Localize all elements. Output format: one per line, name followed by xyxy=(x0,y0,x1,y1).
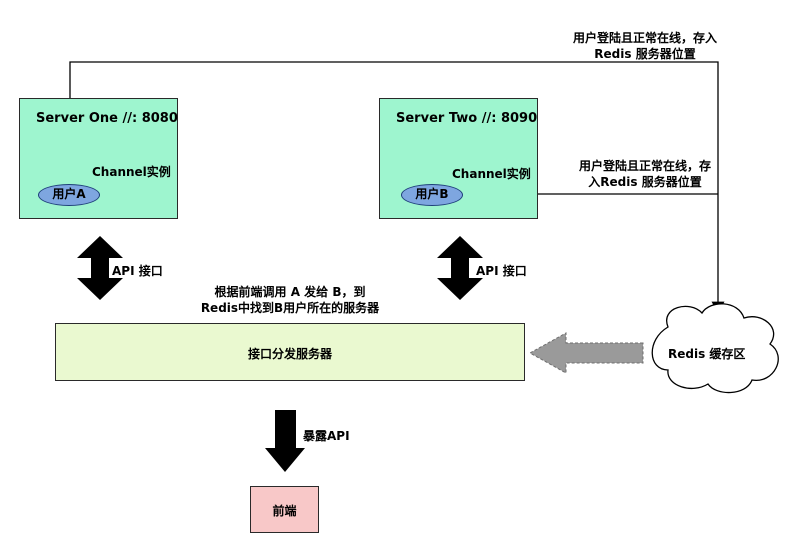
server-two-title: Server Two //: 8090 xyxy=(396,111,538,126)
routing-note-line2: Redis中找到B用户所在的服务器 xyxy=(200,301,380,315)
api-arrow-left xyxy=(77,236,123,300)
user-a-label: 用户A xyxy=(52,187,86,201)
expose-api-label: 暴露API xyxy=(303,429,350,443)
server-two-channel-label: Channel实例 xyxy=(452,167,531,181)
routing-note-line1: 根据前端调用 A 发给 B，到 xyxy=(214,285,366,299)
right-annotation: 用户登陆且正常在线，存 入Redis 服务器位置 xyxy=(565,158,725,190)
redis-to-gateway-arrow xyxy=(528,332,644,374)
gateway-label: 接口分发服务器 xyxy=(247,347,332,361)
frontend-label: 前端 xyxy=(272,504,297,518)
user-b-label: 用户B xyxy=(415,187,449,201)
gateway-box: 接口分发服务器 xyxy=(55,323,525,381)
redis-label: Redis 缓存区 xyxy=(668,347,746,361)
api-arrow-right xyxy=(437,236,483,300)
right-annotation-line1: 用户登陆且正常在线，存 xyxy=(578,159,711,173)
server-one-channel-label: Channel实例 xyxy=(92,165,171,179)
routing-note: 根据前端调用 A 发给 B，到 Redis中找到B用户所在的服务器 xyxy=(190,284,390,316)
top-annotation-line2: Redis 服务器位置 xyxy=(594,47,696,61)
user-b-node: 用户B xyxy=(401,184,463,206)
expose-api-arrow xyxy=(265,410,305,472)
user-a-node: 用户A xyxy=(38,184,100,206)
redis-cloud-shape xyxy=(651,303,779,394)
frontend-box: 前端 xyxy=(250,486,319,533)
top-annotation: 用户登陆且正常在线，存入 Redis 服务器位置 xyxy=(555,30,735,62)
server-one-title: Server One //: 8080 xyxy=(36,111,178,126)
server-two-box: Server Two //: 8090 Channel实例 xyxy=(379,98,538,219)
top-annotation-line1: 用户登陆且正常在线，存入 xyxy=(572,31,717,45)
right-annotation-line2: 入Redis 服务器位置 xyxy=(588,175,702,189)
api-label-right: API 接口 xyxy=(476,264,527,278)
api-label-left: API 接口 xyxy=(112,264,163,278)
